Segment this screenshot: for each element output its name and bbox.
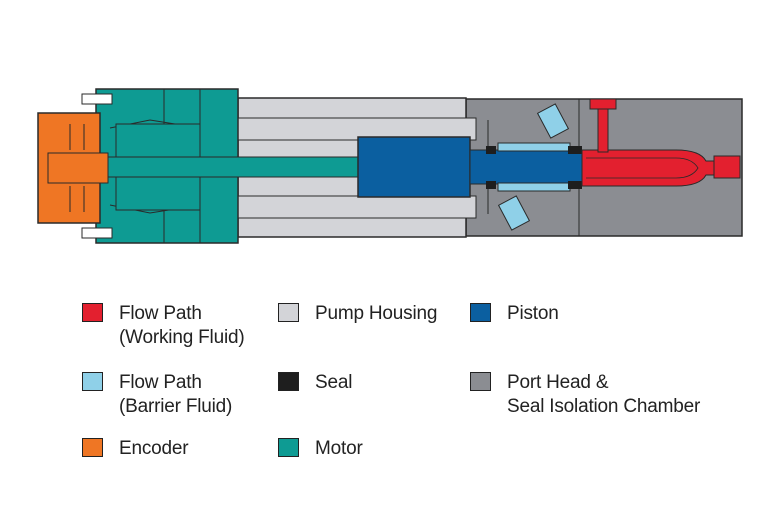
legend-swatch-flow-barrier xyxy=(82,372,103,391)
mounting-bolts xyxy=(81,93,113,239)
piston xyxy=(357,136,583,198)
barrier-chamber-lower xyxy=(497,182,571,192)
encoder xyxy=(37,112,109,224)
working-inlet-stem xyxy=(597,105,609,153)
barrier-port-top xyxy=(536,103,570,139)
barrier-fluid-flow-path xyxy=(497,103,571,231)
pump-housing-lower-bore xyxy=(237,195,477,219)
legend-label-flow-working: Flow Path (Working Fluid) xyxy=(119,303,245,348)
barrier-port-bottom xyxy=(497,195,531,231)
seal-2 xyxy=(486,181,496,189)
piston-rod xyxy=(469,149,583,185)
seal-4 xyxy=(568,181,582,189)
working-inlet-port xyxy=(589,98,617,110)
legend-label-flow-barrier: Flow Path (Barrier Fluid) xyxy=(119,372,233,417)
barrier-chamber xyxy=(497,142,571,152)
seal-1 xyxy=(486,146,496,154)
legend-label-seal: Seal xyxy=(315,372,353,393)
pump-cross-section-diagram xyxy=(37,88,743,244)
seals xyxy=(486,146,582,189)
legend-swatch-motor xyxy=(278,438,299,457)
working-outlet-port xyxy=(713,155,741,179)
motor-shaft xyxy=(103,156,363,178)
legend-swatch-piston xyxy=(470,303,491,322)
bolt-bottom xyxy=(81,227,113,239)
encoder-hub xyxy=(47,152,109,184)
legend-item-flow-working: Flow Path (Working Fluid) xyxy=(82,302,245,350)
legend-item-pump-housing: Pump Housing xyxy=(278,302,437,326)
legend-item-piston: Piston xyxy=(470,302,559,326)
legend-swatch-pump-housing xyxy=(278,303,299,322)
piston-head xyxy=(357,136,471,198)
legend-item-flow-barrier: Flow Path (Barrier Fluid) xyxy=(82,371,232,419)
bolt-top xyxy=(81,93,113,105)
legend-label-motor: Motor xyxy=(315,438,363,459)
legend-label-piston: Piston xyxy=(507,303,559,324)
legend-item-seal: Seal xyxy=(278,371,352,395)
legend-label-encoder: Encoder xyxy=(119,438,189,459)
legend-item-encoder: Encoder xyxy=(82,437,189,461)
working-fluid-channel xyxy=(581,149,717,187)
legend-label-port-head: Port Head & Seal Isolation Chamber xyxy=(507,372,701,417)
legend-swatch-seal xyxy=(278,372,299,391)
legend-swatch-encoder xyxy=(82,438,103,457)
legend-item-motor: Motor xyxy=(278,437,363,461)
working-fluid-flow-path xyxy=(581,98,741,187)
seal-3 xyxy=(568,146,582,154)
legend-item-port-head: Port Head & Seal Isolation Chamber xyxy=(470,371,700,419)
legend-label-pump-housing: Pump Housing xyxy=(315,303,438,324)
legend-swatch-flow-working xyxy=(82,303,103,322)
legend-swatch-port-head xyxy=(470,372,491,391)
